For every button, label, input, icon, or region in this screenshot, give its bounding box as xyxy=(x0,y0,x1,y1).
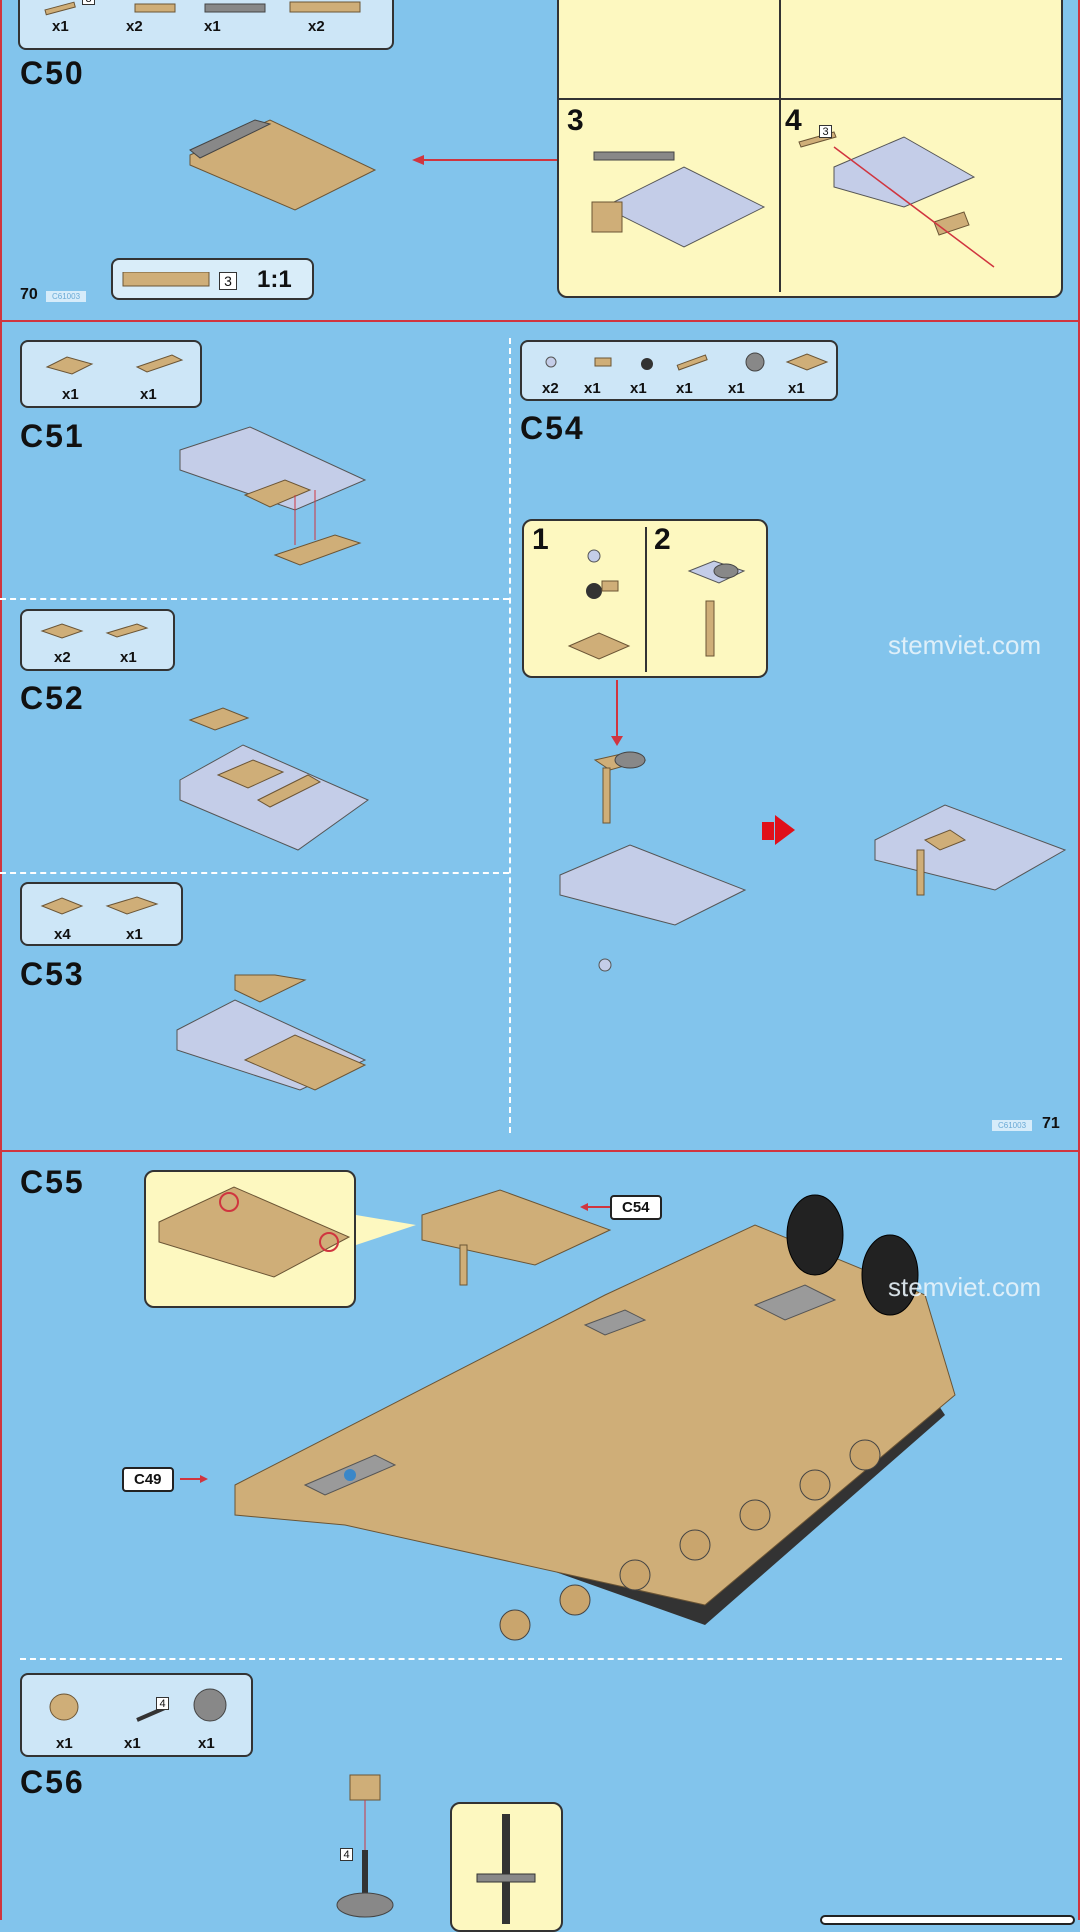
substep2-model xyxy=(687,560,746,657)
parts-box-c56: 4 x1 x1 x1 xyxy=(20,1673,253,1757)
callout-axle xyxy=(476,1814,536,1924)
ref-label-c49: C49 xyxy=(122,1467,174,1492)
page-edge-left xyxy=(0,0,2,1920)
substeps-panel-c50: 3 4 3 xyxy=(557,0,1063,298)
c51-model xyxy=(179,426,367,566)
part-count: x1 xyxy=(204,18,221,35)
substep-number: 2 xyxy=(654,523,671,556)
product-code: C61003 xyxy=(46,291,87,302)
parts-icons xyxy=(44,1,361,16)
part-count: x4 xyxy=(54,926,71,943)
length-tag: 4 xyxy=(340,1848,353,1861)
next-box xyxy=(820,1915,1075,1925)
part-count: x1 xyxy=(728,380,745,397)
part-count: x2 xyxy=(308,18,325,35)
parts-icons xyxy=(49,1688,227,1722)
part-count: x1 xyxy=(140,386,157,403)
scale-label: 1:1 xyxy=(257,266,292,293)
c50-model xyxy=(189,119,377,211)
length-tag: 4 xyxy=(156,1697,169,1710)
divider-horizontal xyxy=(0,872,509,874)
substep1-model xyxy=(567,549,631,660)
parts-box-c50: 3 x1 x2 x1 x2 xyxy=(18,0,394,50)
part-count: x1 xyxy=(198,1735,215,1752)
watermark: stemviet.com xyxy=(888,630,1042,660)
ref-label-c54: C54 xyxy=(610,1195,662,1220)
detail-callout-c56 xyxy=(450,1802,563,1932)
page-divider xyxy=(0,1150,1080,1152)
parts-box-c54: x2 x1 x1 x1 x1 x1 xyxy=(520,340,838,401)
scale-box: 3 1:1 xyxy=(111,258,314,300)
scale-length-tag: 3 xyxy=(219,272,237,290)
parts-box-c52: x2 x1 xyxy=(20,609,175,671)
product-code: C61003 xyxy=(992,1120,1033,1131)
step-label-c56: C56 xyxy=(20,1764,85,1800)
page-divider xyxy=(0,320,1080,322)
part-count: x1 xyxy=(52,18,69,35)
part-count: x1 xyxy=(630,380,647,397)
substep-number: 3 xyxy=(567,104,584,137)
c56-model xyxy=(336,1774,394,1918)
callout-pointer xyxy=(356,1215,416,1245)
page-edge-right xyxy=(1078,0,1080,1920)
arrow-c54 xyxy=(580,1203,611,1211)
c54-assembly xyxy=(559,680,1067,972)
parts-icons xyxy=(545,352,829,372)
part-count: x1 xyxy=(126,926,143,943)
c53-model xyxy=(176,974,367,1091)
substeps-panel-c54: 1 2 xyxy=(522,519,768,678)
step-label-c51: C51 xyxy=(20,418,85,454)
arrow-to-c50 xyxy=(412,155,558,165)
parts-box-c53: x4 x1 xyxy=(20,882,183,946)
part-count: x1 xyxy=(62,386,79,403)
substep3-model xyxy=(591,151,766,248)
part-count: x1 xyxy=(584,380,601,397)
step-label-c50: C50 xyxy=(20,55,85,91)
substep-number: 4 xyxy=(785,104,802,137)
part-count: x2 xyxy=(54,649,71,666)
part-count: x2 xyxy=(542,380,559,397)
part-count: x1 xyxy=(120,649,137,666)
axle-scale-icon xyxy=(122,272,210,287)
parts-box-c51: x1 x1 xyxy=(20,340,202,408)
page-number: 70 xyxy=(20,286,38,303)
divider-horizontal xyxy=(20,1658,1062,1660)
tank-model xyxy=(234,1189,956,1641)
page-number: 71 xyxy=(1042,1115,1060,1132)
part-count: x1 xyxy=(56,1735,73,1752)
part-count: x1 xyxy=(788,380,805,397)
c52-model xyxy=(179,707,370,851)
watermark: stemviet.com xyxy=(888,1272,1042,1302)
parts-icons xyxy=(40,896,159,915)
part-count: x2 xyxy=(126,18,143,35)
divider-horizontal xyxy=(0,598,509,600)
step-label-c53: C53 xyxy=(20,956,85,992)
detail-callout-c55 xyxy=(144,1170,356,1308)
arrow-c49 xyxy=(180,1475,208,1483)
part-count: x1 xyxy=(124,1735,141,1752)
substep4-model xyxy=(798,131,995,268)
callout-model xyxy=(158,1186,351,1278)
step-label-c52: C52 xyxy=(20,680,85,716)
length-tag: 3 xyxy=(819,125,832,138)
length-tag: 3 xyxy=(82,0,95,5)
part-count: x1 xyxy=(676,380,693,397)
step-label-c54: C54 xyxy=(520,410,585,446)
divider-vertical xyxy=(509,338,511,1133)
parts-icons xyxy=(40,623,149,639)
parts-icons xyxy=(45,354,184,375)
substep-number: 1 xyxy=(532,523,549,556)
step-label-c55: C55 xyxy=(20,1164,85,1200)
